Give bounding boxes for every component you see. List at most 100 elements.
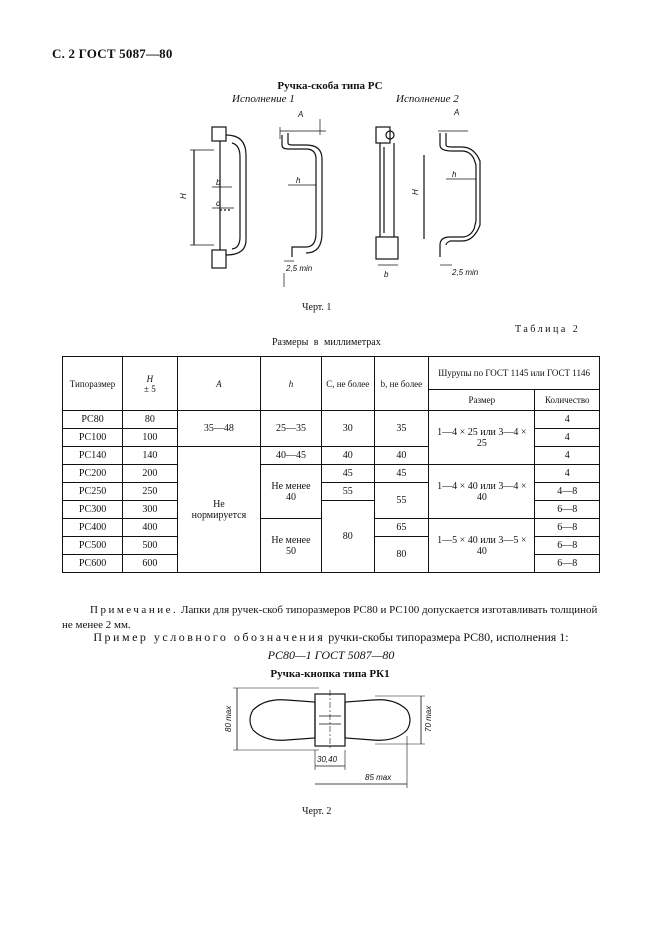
cell-size: РС140 [61, 446, 124, 465]
fig1-label-h1: h [296, 176, 301, 185]
fig2-label-85max: 85 max [365, 773, 392, 782]
col-screws-header: Шурупы по ГОСТ 1145 или ГОСТ 1146 [428, 356, 600, 390]
cell-b: 55 [373, 482, 430, 519]
cell-h: 25—35 [260, 410, 322, 447]
cell-H: 600 [122, 554, 178, 573]
col-C-header: C, не более [320, 356, 375, 411]
table-row: РС200 200 Не менее 40 45 45 1—4 × 40 или… [61, 464, 600, 519]
table-row: РС500 500 80 6—8 [61, 536, 600, 573]
col-qty-header: Количество [534, 389, 600, 411]
col-b-header: b, не более [373, 356, 430, 411]
table-note: Примечание. Лапки для ручек-скоб типораз… [62, 603, 600, 633]
cell-H: 250 [122, 482, 178, 501]
col-size-header: Типоразмер [61, 356, 124, 411]
cell-qty: 4 [534, 410, 600, 429]
cell-A: Не нормируется [176, 446, 262, 573]
v1-side-profile [281, 135, 317, 257]
fig1-label-A2: A [453, 108, 459, 117]
v1-top-lug [211, 126, 227, 142]
fig1-title: Ручка-скоба типа РС [277, 80, 383, 92]
table-row: РС140 140 Не нормируется 40—45 40 40 4 [61, 446, 600, 573]
col-h-header: h [260, 356, 322, 411]
cell-size: РС300 [61, 500, 124, 519]
table-row: РС600 600 6—8 [61, 554, 600, 573]
cell-H: 400 [122, 518, 178, 537]
fig1-variant1-label: Исполнение 1 [232, 93, 295, 105]
cell-C: 80 [320, 500, 375, 573]
fig2-label-70max: 70 max [424, 705, 433, 732]
cell-H: 500 [122, 536, 178, 555]
v2-side-profile [439, 133, 477, 257]
note-text: Лапки для ручек-скоб типоразмеров РС80 и… [62, 604, 598, 631]
fig2-label-30-40: 30,40 [317, 755, 338, 764]
cell-A: 35—48 [176, 410, 262, 447]
knob-right [344, 699, 411, 741]
cell-H: 140 [122, 446, 178, 465]
fig1-label-H2: H [411, 189, 420, 195]
cell-qty: 6—8 [534, 518, 600, 537]
fig1-drawing: H b c A h 2,5 min H b A h 2,5 min [179, 108, 481, 287]
fig1-label-h2: h [452, 170, 457, 179]
cell-C: 45 [320, 464, 375, 483]
fig1-label-c: c [216, 199, 220, 208]
cell-screw-size: 1—4 × 40 или 3—4 × 40 [428, 464, 536, 519]
fig2-label-80max: 80 max [224, 705, 233, 732]
v1-bottom-lug [211, 249, 227, 269]
v2-handle-outline [379, 143, 395, 237]
cell-qty: 6—8 [534, 554, 600, 573]
cell-screw-size: 1—5 × 40 или 3—5 × 40 [428, 518, 536, 573]
v2-top-lug [375, 126, 391, 144]
fig1-variant2-label: Исполнение 2 [396, 93, 459, 105]
col-screw-size-header: Размер [428, 389, 536, 411]
table-row: РС400 400 Не менее 50 65 1—5 × 40 или 3—… [61, 518, 600, 573]
cell-size: РС500 [61, 536, 124, 555]
cell-H: 300 [122, 500, 178, 519]
page-header: С. 2 ГОСТ 5087—80 [52, 46, 173, 61]
cell-screw-size: 1—4 × 25 или 3—4 × 25 [428, 410, 536, 465]
fig2-drawing: 80 max 70 max 30,40 85 max [224, 687, 433, 788]
cell-h: Не менее 40 [260, 464, 322, 519]
cell-qty: 4—8 [534, 482, 600, 501]
cell-C: 30 [320, 410, 375, 447]
cell-C: 55 [320, 482, 375, 501]
cell-size: РС100 [61, 428, 124, 447]
table-row: РС250 250 55 55 4—8 [61, 482, 600, 519]
example-text: ручки-скобы типоразмера РС80, исполнения… [328, 630, 569, 644]
v2-bottom-lug [375, 236, 399, 260]
cell-h: 40—45 [260, 446, 322, 465]
cell-size: РС200 [61, 464, 124, 483]
example-label: Пример условного обозначения [93, 630, 326, 644]
fig1-label-min1: 2,5 min [285, 264, 313, 273]
cell-b: 65 [373, 518, 430, 537]
table-units: Размеры в миллиметрах [272, 337, 381, 348]
fig1-label-H1: H [179, 193, 188, 199]
cell-size: РС600 [61, 554, 124, 573]
fig1-label-b1: b [216, 178, 221, 187]
cell-b: 35 [373, 410, 430, 447]
fig2-title: Ручка-кнопка типа РК1 [270, 668, 390, 680]
fig1-caption: Черт. 1 [302, 302, 332, 313]
cell-H: 200 [122, 464, 178, 483]
cell-b: 80 [373, 536, 430, 573]
cell-qty: 4 [534, 446, 600, 465]
table-row: РС300 300 80 6—8 [61, 500, 600, 573]
fig1-label-A1: A [297, 110, 303, 119]
cell-qty: 6—8 [534, 536, 600, 555]
cell-H: 100 [122, 428, 178, 447]
cell-qty: 4 [534, 464, 600, 483]
table-row: РС100 100 4 [61, 428, 600, 447]
designation-example: Пример условного обозначения ручки-скобы… [62, 630, 600, 645]
cell-qty: 6—8 [534, 500, 600, 519]
table-row: РС80 80 35—48 25—35 30 35 1—4 × 25 или 3… [61, 410, 600, 465]
cell-size: РС250 [61, 482, 124, 501]
cell-b: 45 [373, 464, 430, 483]
cell-size: РС80 [61, 410, 124, 429]
cell-size: РС400 [61, 518, 124, 537]
v1-handle-outline [219, 134, 247, 256]
fig1-label-min2: 2,5 min [451, 268, 479, 277]
knob-left [249, 699, 316, 741]
cell-H: 80 [122, 410, 178, 429]
example-designation: РС80—1 ГОСТ 5087—80 [267, 648, 395, 662]
dimensions-table: Типоразмер H± 5 A h C, не более b, не бо… [61, 356, 600, 573]
col-H-header: H± 5 [122, 356, 178, 411]
